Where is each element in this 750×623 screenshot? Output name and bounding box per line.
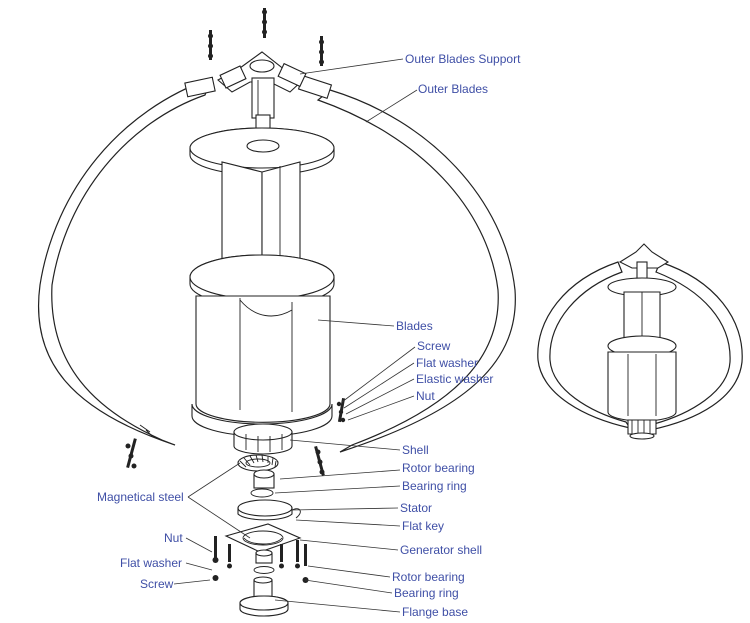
label-magnetical-steel: Magnetical steel [97, 490, 184, 504]
support-tube [251, 77, 275, 119]
label-rotor-bearing-top: Rotor bearing [402, 461, 475, 475]
outer-blades-support-part [184, 51, 333, 99]
outer-blade-right [316, 89, 516, 453]
label-shell: Shell [402, 443, 429, 457]
rotor-bearing-top-part [253, 469, 275, 489]
side-bolts [125, 398, 346, 476]
outer-blade-left-tip [139, 424, 153, 437]
label-screw-right: Screw [417, 339, 451, 353]
bearing-ring-top-part [250, 488, 274, 498]
label-flat-key: Flat key [402, 519, 444, 533]
label-outer-blades: Outer Blades [418, 82, 488, 96]
label-bearing-ring-bottom: Bearing ring [394, 586, 459, 600]
leader-lines [173, 58, 418, 613]
label-nut-left: Nut [164, 531, 183, 545]
label-bearing-ring-top: Bearing ring [402, 479, 467, 493]
bolt-top-left [208, 30, 213, 60]
label-flat-washer-left: Flat washer [120, 556, 182, 570]
shell-part [233, 423, 293, 455]
stator-part [237, 499, 301, 521]
label-generator-shell: Generator shell [400, 543, 482, 557]
magnet-ring [237, 454, 279, 472]
flange-base-part [239, 576, 289, 617]
label-flat-washer-right: Flat washer [416, 356, 478, 370]
lower-disc [191, 403, 333, 437]
label-flange-base: Flange base [402, 605, 468, 619]
callouts: Outer Blades Support Outer Blades Blades… [97, 52, 521, 619]
label-outer-blades-support: Outer Blades Support [405, 52, 521, 66]
top-disc [189, 127, 335, 176]
label-nut-right: Nut [416, 389, 435, 403]
label-elastic-washer: Elastic washer [416, 372, 493, 386]
label-rotor-bearing-bottom: Rotor bearing [392, 570, 465, 584]
bearing-ring-bottom-part [253, 566, 275, 574]
assembled-turbine [537, 243, 743, 440]
generator-shell-part [224, 523, 302, 553]
label-screw-left: Screw [140, 577, 174, 591]
bolt-top-right [319, 36, 324, 66]
outer-blade-left [38, 76, 214, 446]
top-bolts [208, 8, 324, 66]
generator-bolts [212, 536, 309, 583]
label-stator: Stator [400, 501, 432, 515]
rotor-bearing-bottom-part [255, 549, 273, 564]
label-blades: Blades [396, 319, 433, 333]
middle-disc [189, 254, 335, 307]
lower-blades [195, 295, 331, 423]
bolt-top-center [262, 8, 267, 38]
